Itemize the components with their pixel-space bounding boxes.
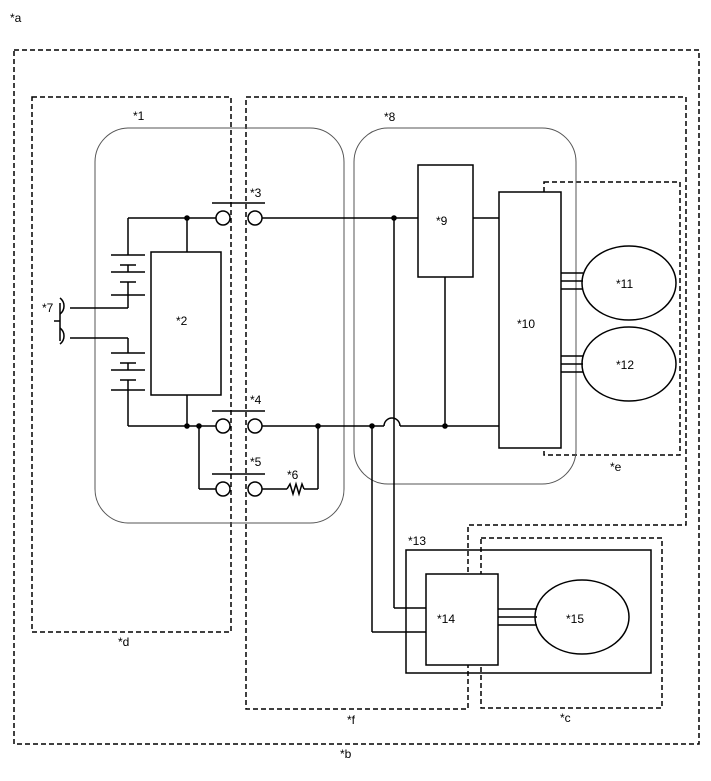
label-10: *10 [517, 317, 535, 331]
component-10-box [498, 191, 562, 449]
label-7: *7 [42, 301, 54, 315]
label-1: *1 [133, 109, 145, 123]
label-4: *4 [250, 393, 262, 407]
motor-15-leads [498, 608, 537, 626]
motor-11 [581, 245, 677, 321]
label-14: *14 [437, 612, 455, 626]
label-9: *9 [436, 214, 448, 228]
component-14-box [425, 573, 499, 666]
region-e-outline [543, 181, 681, 456]
label-5: *5 [250, 455, 262, 469]
label-f: *f [347, 713, 356, 727]
region-b-outline [13, 49, 700, 745]
label-13: *13 [408, 534, 426, 548]
region-f-outline [245, 96, 687, 710]
label-8: *8 [384, 110, 396, 124]
label-12: *12 [616, 358, 634, 372]
label-15: *15 [566, 612, 584, 626]
component-2-box [150, 251, 222, 396]
motor-11-leads [561, 272, 583, 290]
label-3: *3 [250, 186, 262, 200]
component-9-box [417, 164, 474, 278]
region-d-outline [31, 96, 232, 633]
label-6: *6 [287, 468, 299, 482]
switch-5 [212, 473, 265, 497]
label-c: *c [560, 711, 571, 725]
switch-3 [212, 202, 265, 226]
label-2: *2 [176, 314, 188, 328]
module-13-box [405, 549, 652, 674]
battery-stack [111, 218, 145, 426]
junction-dots [184, 215, 448, 429]
module-1-outline [94, 127, 345, 524]
switch-4 [212, 410, 265, 434]
label-d: *d [118, 635, 129, 649]
label-a: *a [10, 11, 22, 25]
module-8-outline [353, 127, 577, 485]
label-e: *e [610, 460, 622, 474]
label-b: *b [340, 747, 352, 761]
connector-7 [54, 297, 128, 345]
motor-12-leads [561, 355, 583, 373]
wiring [128, 217, 499, 633]
label-11: *11 [616, 277, 633, 291]
